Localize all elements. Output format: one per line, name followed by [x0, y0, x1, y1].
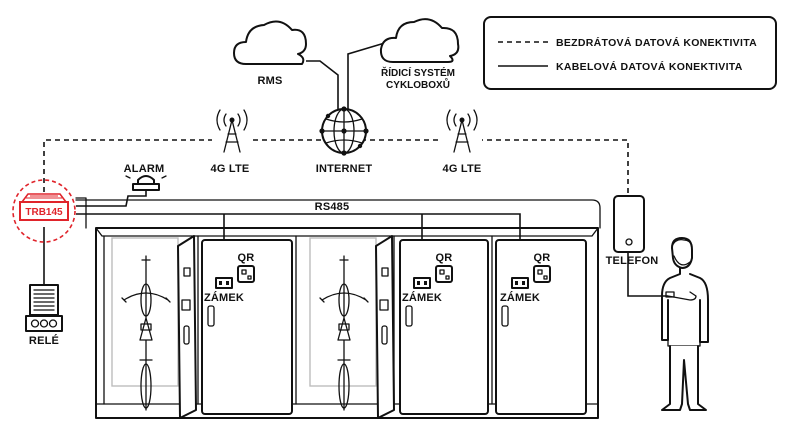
link-internet-rms [306, 60, 339, 111]
globe-latitudes [325, 118, 363, 144]
link-router-alarm [76, 184, 147, 207]
globe-node [357, 143, 363, 149]
lock-1-label: ZÁMEK [204, 291, 244, 304]
cabinet-outer [95, 227, 599, 419]
cloud-icon: ŘÍDICÍ SYSTÉM CYKLOBOXŮ [379, 18, 460, 91]
router-highlight-circle [12, 179, 76, 243]
control-system-label-2: CYKLOBOXŮ [386, 77, 450, 91]
qr-code-icon: QR [533, 252, 551, 283]
antenna-left-waves [216, 109, 248, 131]
phone-body [613, 195, 645, 253]
globe-node [319, 128, 325, 134]
internet-label: INTERNET [316, 163, 373, 175]
lock-icon: ZÁMEK [500, 277, 540, 304]
globe-node [341, 128, 347, 134]
lte-right-label: 4G LTE [443, 163, 482, 175]
legend-wired-label: KABELOVÁ DATOVÁ KONEKTIVITA [556, 60, 743, 73]
cloud-icon: RMS [233, 20, 307, 87]
bicycle-icon [319, 255, 369, 411]
phone-label: TELEFON [606, 255, 659, 267]
qr-code-icon: QR [237, 252, 255, 283]
alarm-dome [137, 175, 155, 185]
alarm-base [132, 183, 160, 191]
globe-node [363, 128, 369, 134]
person-icon [661, 237, 709, 411]
router-label: TRB145 [25, 207, 63, 218]
legend-box [483, 16, 777, 90]
antenna-left-mast [223, 119, 241, 153]
person-torso [661, 267, 709, 343]
router-top [21, 193, 67, 203]
antenna-icon: 4G LTE [211, 108, 252, 175]
qr-1-label: QR [238, 252, 255, 264]
legend-wireless-label: BEZDRÁTOVÁ DATOVÁ KONEKTIVITA [556, 36, 757, 49]
qr-code-icon: QR [435, 252, 453, 283]
globe-icon: INTERNET [316, 106, 373, 175]
globe-node [341, 150, 347, 156]
alarm-label: ALARM [124, 163, 165, 175]
bicycle-icon [121, 255, 171, 411]
link-internet-control [347, 41, 389, 111]
rs485-label: RS485 [315, 201, 350, 213]
router-body [19, 201, 69, 221]
qr-3-label: QR [534, 252, 551, 264]
antenna-icon: 4G LTE [442, 108, 482, 175]
lock-icon: ZÁMEK [402, 277, 442, 304]
cloud-rms-shape [233, 20, 307, 65]
lock-icon: ZÁMEK [204, 277, 244, 304]
control-system-label-1: ŘÍDICÍ SYSTÉM [381, 66, 455, 79]
cloud-control-shape [379, 18, 460, 63]
router-icon: TRB145 [12, 179, 76, 243]
antenna-right-mast [453, 119, 471, 153]
cyklobox-cabinet: RS485 [75, 197, 601, 419]
relay-icon: RELÉ [25, 284, 63, 347]
globe-node [325, 113, 331, 119]
link-phone-user [627, 252, 668, 297]
lock-2-label: ZÁMEK [402, 291, 442, 304]
globe-node [341, 106, 347, 112]
legend: BEZDRÁTOVÁ DATOVÁ KONEKTIVITA KABELOVÁ D… [483, 16, 777, 90]
lte-left-label: 4G LTE [211, 163, 250, 175]
rms-label: RMS [257, 75, 282, 87]
lock-3-label: ZÁMEK [500, 291, 540, 304]
qr-2-label: QR [436, 252, 453, 264]
person-legs [661, 345, 707, 411]
person-arm [667, 291, 697, 301]
relay-label: RELÉ [29, 334, 59, 347]
antenna-right-waves [446, 109, 478, 131]
door-open-1 [177, 235, 197, 419]
phone-icon: TELEFON [606, 195, 659, 267]
alarm-light-icon: ALARM [124, 163, 167, 191]
door-open-2 [375, 235, 395, 419]
